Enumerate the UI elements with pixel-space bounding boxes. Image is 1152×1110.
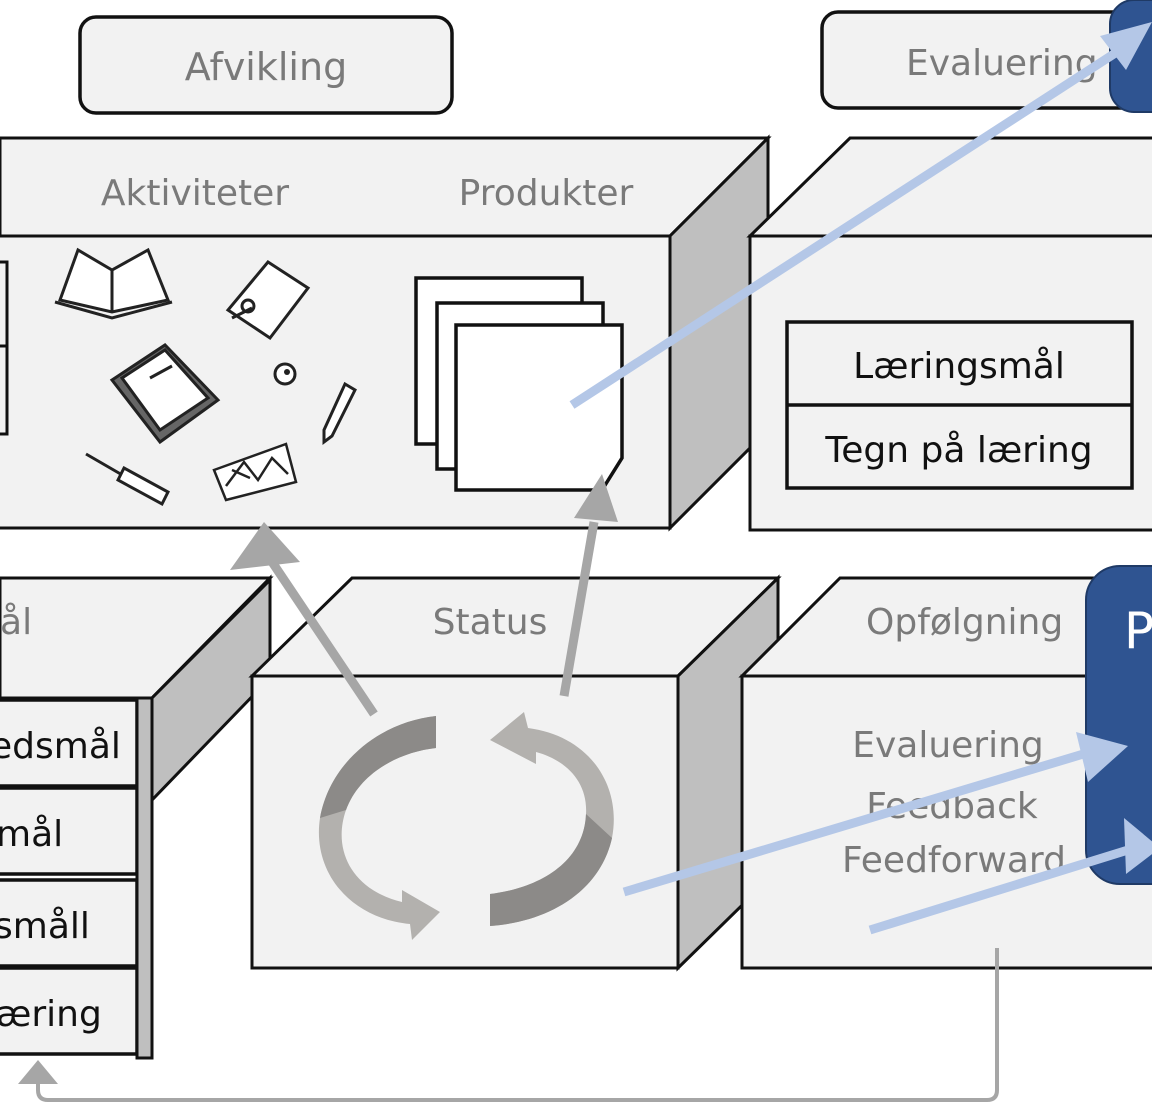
box-status: Status	[248, 574, 782, 972]
book-icon	[54, 247, 173, 320]
box-maal: lål edsmål mål småll æring	[0, 574, 274, 1060]
pencil-icon	[322, 381, 357, 445]
box-opfoelgning: Opfølgning Evaluering Feedback Feedforwa…	[738, 576, 1152, 970]
feedback-loop-arrow	[18, 948, 999, 1102]
produkter-label: Produkter	[459, 173, 634, 214]
products-stack-icon	[414, 276, 624, 492]
badge-p-letter: P	[1124, 602, 1152, 660]
cycle-icon	[318, 712, 614, 940]
note-pin-icon	[225, 260, 311, 341]
arrow-products-to-evaluation	[569, 22, 1152, 409]
arrow-status-to-badge	[622, 732, 1128, 897]
aktiviteter-label: Aktiviteter	[101, 173, 289, 214]
screwdriver-icon	[85, 452, 170, 507]
phase-afvikling: Afvikling	[78, 15, 454, 115]
arrow-followup-to-badge	[868, 818, 1152, 935]
badge-p: P	[1085, 565, 1152, 885]
opfoelgning-title: Opfølgning	[866, 602, 1063, 643]
phase-evaluering-label: Evaluering	[906, 43, 1098, 84]
coin-icon	[273, 362, 297, 386]
maal-title: lål	[0, 602, 32, 643]
goal-row-1: edsmål	[0, 726, 121, 767]
tegn-paa-laering-row: Tegn på læring	[824, 430, 1092, 471]
binder-icon	[109, 343, 221, 445]
goal-row-2: mål	[0, 814, 63, 855]
arrow-status-to-activities	[230, 522, 378, 717]
sketch-drawing-icon	[212, 442, 298, 502]
goal-row-3: småll	[0, 906, 90, 947]
laeringsmaal-row: Læringsmål	[853, 346, 1065, 387]
box-evaluering: Læringsmål Tegn på læring	[746, 136, 1152, 532]
followup-feedforward: Feedforward	[842, 840, 1066, 881]
goal-row-4: æring	[0, 994, 102, 1035]
followup-evaluering: Evaluering	[852, 725, 1044, 766]
phase-afvikling-label: Afvikling	[185, 45, 347, 89]
status-title: Status	[433, 602, 548, 643]
arrow-status-to-products	[559, 474, 618, 697]
